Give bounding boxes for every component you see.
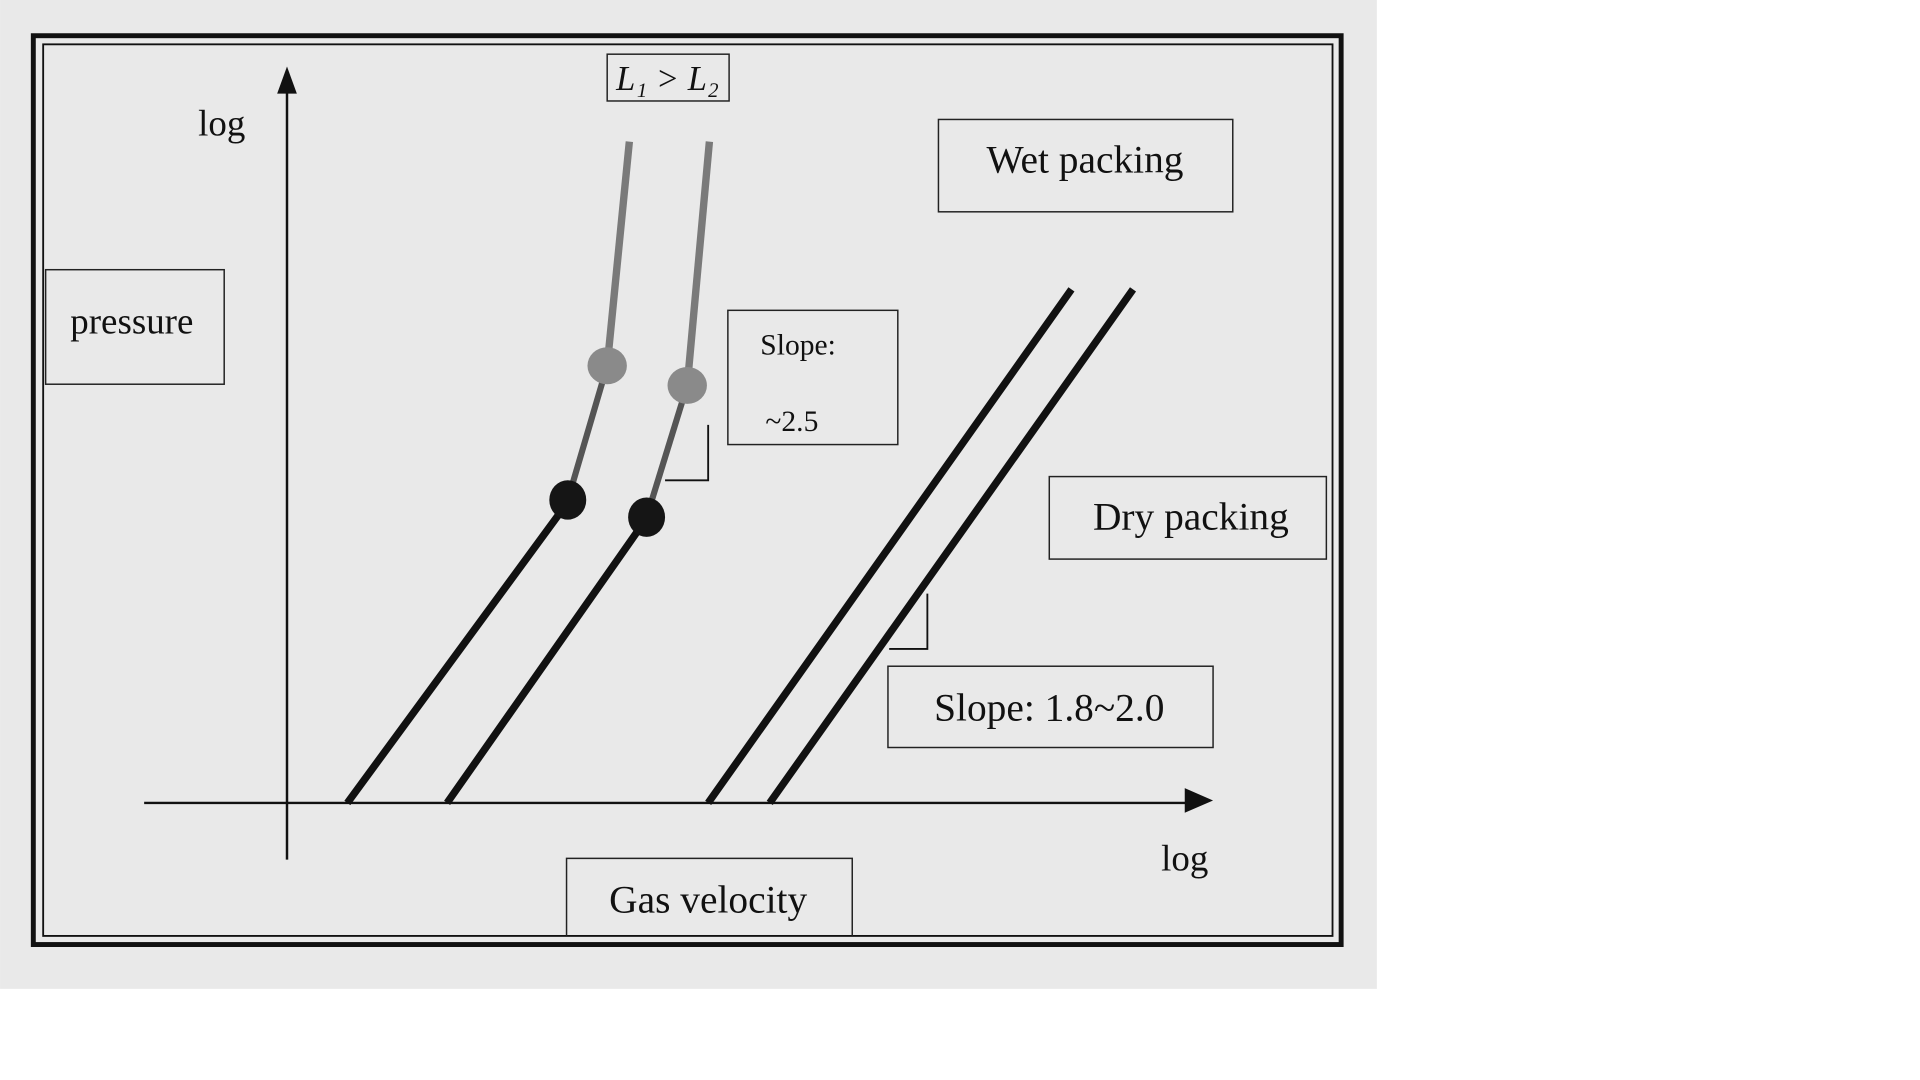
x-label-box <box>565 857 853 936</box>
y-axis-log-label: log <box>198 102 245 143</box>
y-axis-arrow-icon <box>277 66 297 94</box>
dry-packing-box <box>1048 475 1328 560</box>
series-2-line <box>444 524 644 806</box>
slope-marker-dry <box>889 593 929 650</box>
x-axis-log-label: log <box>1161 838 1208 879</box>
series-1-flooding-point <box>587 347 627 385</box>
liquid-rate-label: L₁ > L₂ <box>615 60 719 98</box>
series-2-flooding-point <box>667 366 707 404</box>
inner-frame <box>42 43 1334 937</box>
x-axis-label: Gas velocity <box>609 878 807 922</box>
slope-low-box <box>887 665 1214 749</box>
slope-low-label: Slope: 1.8~2.0 <box>934 685 1164 729</box>
slope-mid-title: Slope: <box>760 330 836 362</box>
slope-mid-box <box>727 309 899 446</box>
series-1-loading-segment <box>564 364 611 501</box>
slope-mid-value: ~2.5 <box>765 406 818 438</box>
series-3-line <box>705 287 1075 806</box>
series-2-flooding-segment <box>683 141 714 386</box>
outer-frame <box>30 33 1344 948</box>
wet-packing-box <box>937 118 1234 213</box>
wet-packing-label: Wet packing <box>986 137 1183 181</box>
scanned-paper <box>0 0 1377 989</box>
slope-marker-wet <box>665 424 710 482</box>
series-1-line <box>344 510 564 806</box>
x-axis-arrow-icon <box>1184 788 1214 813</box>
dry-packing-label: Dry packing <box>1093 495 1289 539</box>
series-2-loading-point <box>628 497 666 537</box>
series-1-flooding-segment <box>603 141 634 367</box>
series-1-loading-point <box>549 480 587 520</box>
series-2-loading-segment <box>643 384 691 519</box>
liquid-rate-box <box>606 53 730 102</box>
y-axis-label: pressure <box>70 301 193 342</box>
y-label-box <box>44 268 225 385</box>
series-4-line <box>766 287 1137 806</box>
